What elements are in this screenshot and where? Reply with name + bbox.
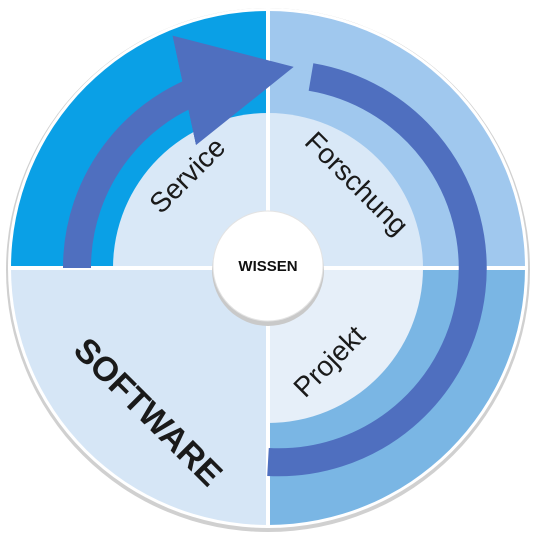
center-label: WISSEN (238, 258, 297, 275)
arrow-service (62, 35, 294, 269)
arrow-forschung-projekt (267, 63, 487, 477)
center-circle (212, 210, 324, 322)
